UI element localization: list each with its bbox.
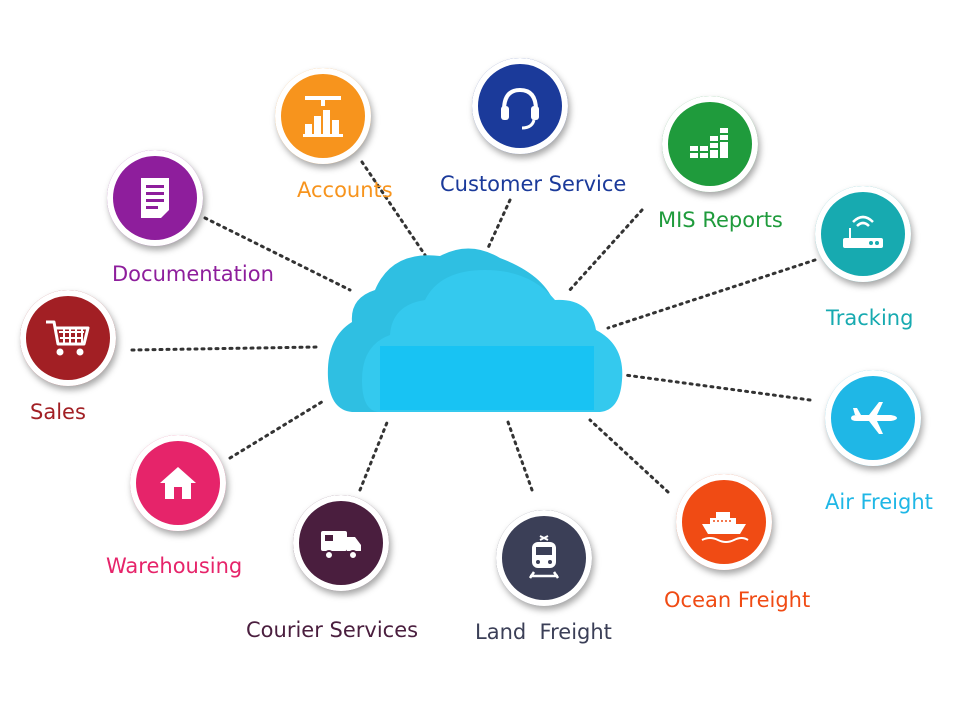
- shopping-cart-icon: [46, 320, 90, 356]
- headset-icon: [501, 87, 539, 130]
- land-freight-node[interactable]: [496, 510, 592, 606]
- ship-icon: [701, 512, 749, 543]
- mis-reports-node[interactable]: [662, 96, 758, 192]
- connector-accounts: [360, 160, 427, 257]
- mis-reports-label: MIS Reports: [658, 208, 783, 232]
- connector-sales: [130, 345, 320, 352]
- documentation-node[interactable]: [107, 150, 203, 246]
- sales-label: Sales: [30, 400, 86, 424]
- connector-customer-service: [486, 198, 512, 250]
- air-freight-label: Air Freight: [825, 490, 933, 514]
- cloud-icon: [327, 248, 623, 412]
- customer-service-node[interactable]: [472, 58, 568, 154]
- tracking-node[interactable]: [815, 186, 911, 282]
- router-icon: [843, 215, 883, 248]
- warehousing-node[interactable]: [130, 435, 226, 531]
- tracking-label: Tracking: [826, 306, 914, 330]
- land-freight-label: Land Freight: [475, 620, 612, 644]
- reports-icon: [690, 128, 728, 158]
- warehousing-label: Warehousing: [106, 554, 243, 578]
- courier-services-label: Courier Services: [246, 618, 419, 642]
- accounts-label: Accounts: [297, 178, 393, 202]
- accounts-node[interactable]: [275, 68, 371, 164]
- connector-courier: [358, 418, 390, 492]
- ocean-freight-label: Ocean Freight: [664, 588, 811, 612]
- connector-ocean-freight: [588, 418, 670, 494]
- documentation-label: Documentation: [112, 262, 274, 286]
- connector-documentation: [203, 216, 352, 292]
- airplane-icon: [851, 402, 897, 434]
- connector-land-freight: [506, 420, 534, 492]
- truck-icon: [321, 531, 361, 560]
- connector-air-freight: [623, 373, 812, 402]
- ocean-freight-node[interactable]: [676, 474, 772, 570]
- air-freight-node[interactable]: [825, 370, 921, 466]
- house-icon: [160, 467, 196, 499]
- train-icon: [528, 535, 560, 579]
- courier-services-node[interactable]: [293, 495, 389, 591]
- document-icon: [141, 178, 169, 218]
- customer-service-label: Customer Service: [440, 172, 627, 196]
- accounts-chart-icon: [303, 96, 343, 137]
- connector-warehousing: [228, 398, 327, 460]
- connector-mis-reports: [566, 208, 644, 294]
- connector-tracking: [606, 258, 817, 330]
- sales-node[interactable]: [20, 290, 116, 386]
